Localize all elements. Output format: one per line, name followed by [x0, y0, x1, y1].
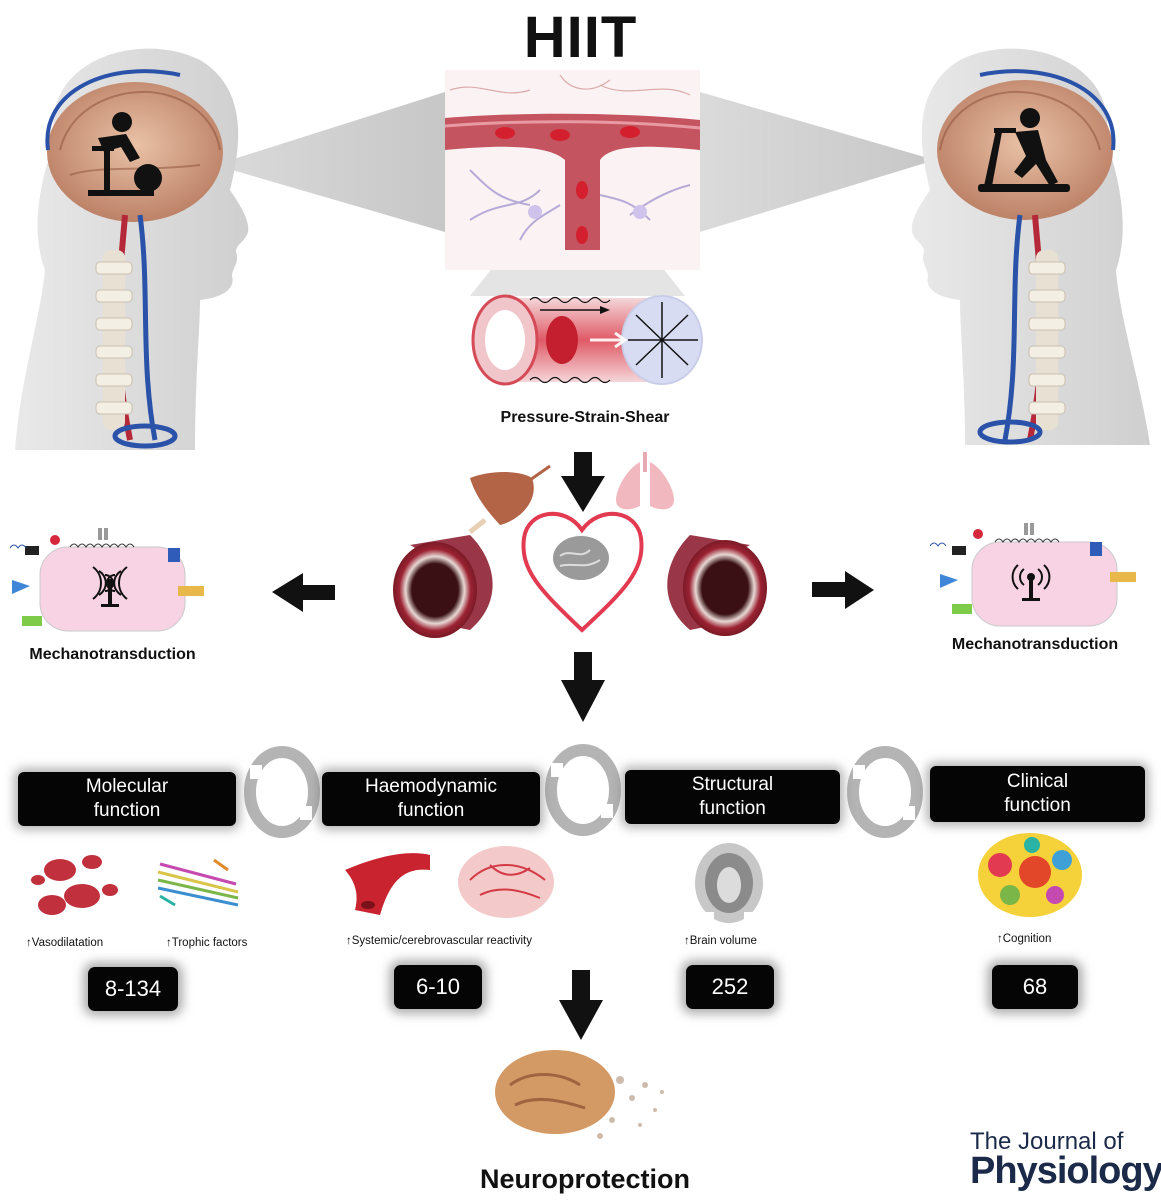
- cycle-arrows-1: [244, 746, 320, 838]
- clinical-function-line2: function: [1004, 795, 1071, 816]
- cell-right: [929, 523, 1136, 627]
- haemodynamic-function-box: Haemodynamic function: [322, 772, 540, 826]
- mri-brain-icon: [695, 843, 763, 923]
- cycling-icon: [88, 112, 162, 196]
- gears-brain-icon: [978, 833, 1082, 917]
- vessel-neuron-illustration: [444, 70, 701, 270]
- brain-volume-label: ↑Brain volume: [684, 935, 757, 947]
- artery-left: [393, 535, 493, 638]
- clinical-function-box: Clinical function: [930, 766, 1145, 822]
- journal-name-line1: The Journal of: [970, 1128, 1124, 1155]
- heart-brain-icon: [521, 511, 644, 633]
- molecular-function-line1: Molecular: [85, 776, 169, 797]
- neuroprotection-label: Neuroprotection: [479, 1164, 690, 1194]
- blood-vessel-icon: [345, 853, 430, 915]
- pressure-strain-shear-label: Pressure-Strain-Shear: [500, 409, 670, 426]
- pressure-strain-shear-diagram: [471, 294, 703, 386]
- cycle-arrows-2: [545, 744, 621, 836]
- artery-right: [667, 535, 767, 636]
- vasodilatation-label: ↑Vasodilatation: [26, 937, 104, 949]
- reactivity-label: ↑Systemic/cerebrovascular reactivity: [346, 935, 532, 947]
- zoom-cone-left: [215, 92, 445, 232]
- trophic-factors-label: ↑Trophic factors: [166, 937, 248, 949]
- lungs-icon: [616, 452, 674, 510]
- haemodynamic-function-line2: function: [397, 800, 465, 821]
- left-arrow: [272, 573, 335, 612]
- treadmill-icon: [978, 108, 1070, 192]
- muscle-icon: [468, 464, 551, 534]
- molecular-function-box: Molecular function: [18, 772, 236, 826]
- cell-left: [9, 528, 204, 632]
- dissolving-brain-icon: [495, 1050, 664, 1139]
- mechanotransduction-left-label: Mechanotransduction: [29, 646, 196, 663]
- count-clinical: 68: [992, 965, 1078, 1009]
- zoom-cone-right: [700, 92, 935, 232]
- structural-function-line2: function: [699, 798, 766, 819]
- down-arrow-2: [561, 652, 605, 722]
- cognition-label: ↑Cognition: [997, 933, 1052, 945]
- journal-name-line2: Physiology: [970, 1150, 1161, 1192]
- protein-structure-icon: [157, 858, 239, 907]
- down-arrow-3: [559, 970, 603, 1040]
- left-head: [15, 48, 249, 450]
- page-title: HIIT: [523, 5, 638, 70]
- count-structural: 252: [686, 965, 774, 1009]
- right-head: [911, 48, 1150, 445]
- down-arrow-1: [561, 452, 605, 512]
- brain-vessels-icon: [458, 846, 554, 918]
- clinical-function-line1: Clinical: [1006, 771, 1069, 792]
- structural-function-line1: Structural: [691, 774, 774, 795]
- red-blood-cells-icon: [31, 855, 118, 915]
- count-molecular: 8-134: [88, 967, 178, 1011]
- cycle-arrows-3: [847, 746, 923, 838]
- structural-function-box: Structural function: [625, 770, 840, 824]
- molecular-function-line2: function: [93, 800, 161, 821]
- haemodynamic-function-line1: Haemodynamic: [365, 776, 497, 797]
- mechanotransduction-right-label: Mechanotransduction: [951, 636, 1119, 653]
- count-haemodynamic: 6-10: [394, 965, 482, 1009]
- right-arrow: [812, 571, 874, 609]
